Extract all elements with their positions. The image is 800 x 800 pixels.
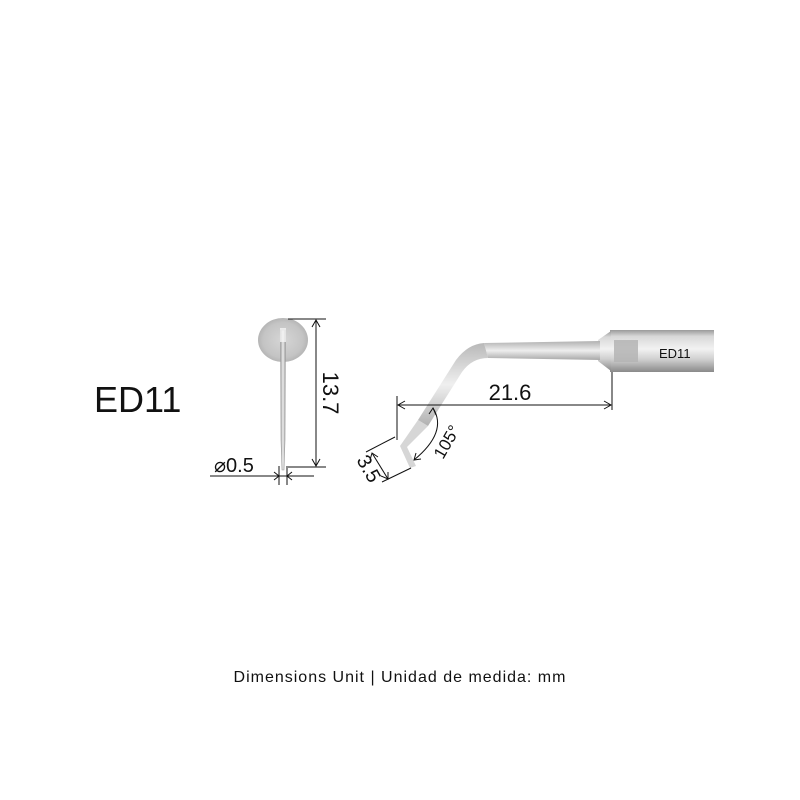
front-wire xyxy=(280,329,286,471)
side-view: ED11 21.6 105° 3.5 xyxy=(352,330,714,487)
side-wire-bend xyxy=(418,343,488,426)
shank-engraving: ED11 xyxy=(659,346,691,361)
tip-length-dim-line xyxy=(371,452,389,480)
length-label: 21.6 xyxy=(489,380,532,405)
angle-label: 105° xyxy=(430,422,464,462)
model-name-label: ED11 xyxy=(94,379,182,420)
tip-length-label: 3.5 xyxy=(352,452,385,487)
side-wire-straight xyxy=(484,341,600,360)
front-view: 13.7 ⌀0.5 xyxy=(210,318,343,485)
diameter-label: ⌀0.5 xyxy=(214,455,254,477)
units-note: Dimensions Unit | Unidad de medida: mm xyxy=(233,669,567,686)
height-label: 13.7 xyxy=(318,372,343,415)
side-wire-tip xyxy=(400,420,428,468)
